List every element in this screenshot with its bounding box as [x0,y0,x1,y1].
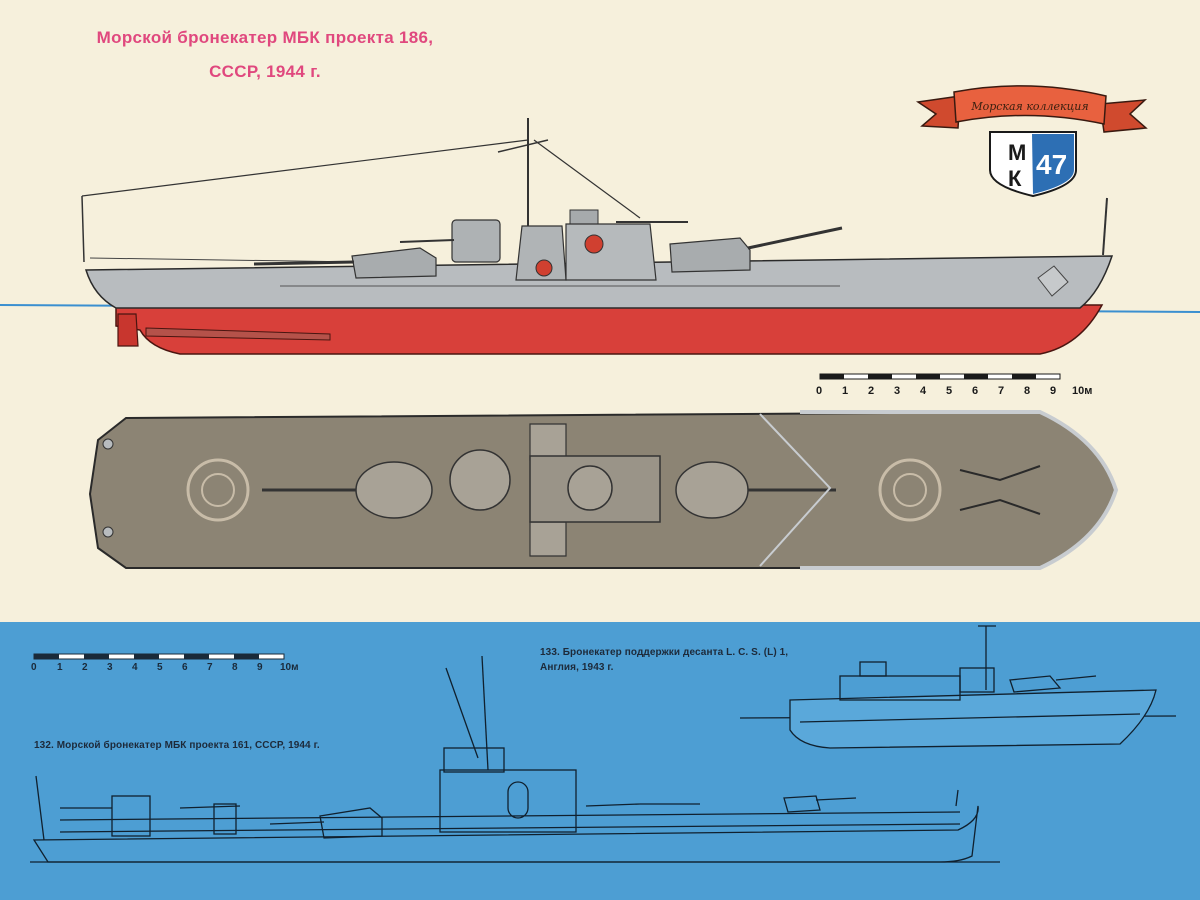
logo-emblem: М К 47 [915,85,1148,198]
scale-bottom-label: 1 [57,662,63,673]
caption-133-line2: Англия, 1943 г. [540,662,614,673]
scale-top-label: 10м [1072,385,1092,397]
scale-bottom-label: 0 [31,662,37,673]
scale-bottom-label: 2 [82,662,88,673]
turret-aft [351,247,437,279]
scale-top-label: 8 [1024,385,1030,397]
ribbon-banner [953,85,1107,125]
turret-fore [669,237,751,273]
scale-bottom-label: 9 [257,662,263,673]
page-title: Морской бронекатер МБК проекта 186, [96,28,434,47]
ship-plan-view [88,410,1119,570]
scale-top-label: 7 [998,385,1004,397]
logo-letter-m: М [1008,140,1026,165]
logo-number: 47 [1036,149,1067,180]
scale-bottom-label: 4 [132,662,138,673]
caption-132: 132. Морской бронекатер МБК проекта 161,… [34,740,320,751]
scale-top-label: 5 [946,385,952,397]
caption-133: 133. Бронекатер поддержки десанта L. C. … [540,645,850,675]
bridge [565,223,657,281]
blueprint-panel [0,622,1200,900]
logo-ribbon-text: Морская коллекция [970,100,1088,113]
turret-aft-plan [355,461,433,519]
ship-132-drawing [30,655,1000,863]
scale-bar-top: 0 1 2 3 4 5 6 7 8 9 10м [816,373,1092,397]
logo-letter-k: К [1008,166,1022,191]
rudder [117,313,139,347]
scale-top-label: 3 [894,385,900,397]
scale-bottom-label: 7 [207,662,213,673]
page-subtitle: СССР, 1944 г. [209,62,321,81]
scale-top-label: 9 [1050,385,1056,397]
scale-bottom-label: 6 [182,662,188,673]
scale-bottom-label: 10м [280,662,299,673]
scale-top-label: 1 [842,385,848,397]
scale-top-label: 4 [920,385,927,397]
scale-bottom-label: 8 [232,662,238,673]
ship-133-drawing [739,625,1177,749]
hull-upper [84,255,1114,309]
caption-133-line1: 133. Бронекатер поддержки десанта L. C. … [540,647,789,658]
hull-lower [115,304,1104,355]
scale-bottom-label: 5 [157,662,163,673]
scale-bottom-label: 3 [107,662,113,673]
ship-side-view [81,118,1114,355]
scale-top-label: 0 [816,385,822,397]
scale-top-label: 2 [868,385,874,397]
scale-top-label: 6 [972,385,978,397]
turret-fore-plan [675,461,749,519]
scale-bar-bottom: 0 1 2 3 4 5 6 7 8 9 10м [31,653,299,673]
